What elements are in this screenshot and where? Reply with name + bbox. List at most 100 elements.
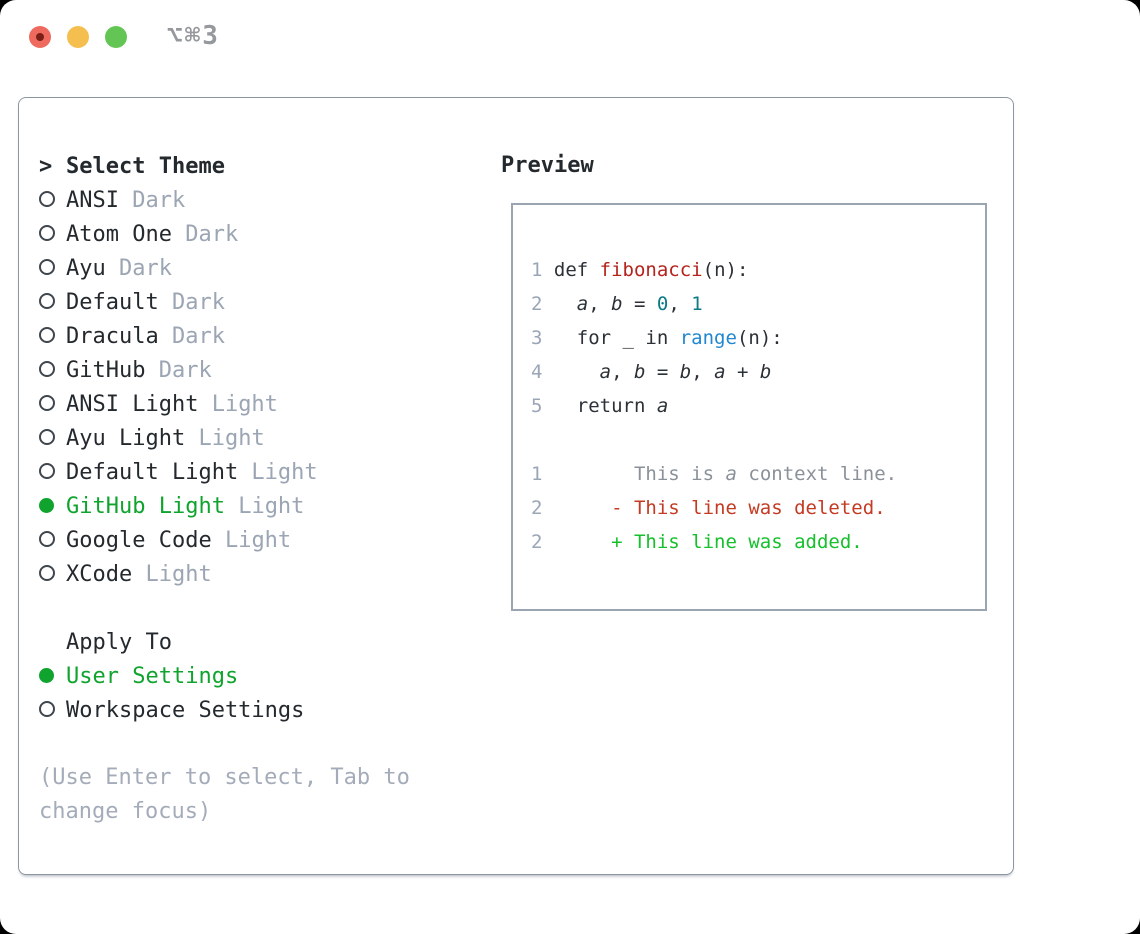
theme-variant: Light [185,425,265,451]
code-token [542,293,576,315]
line-number: 2 [531,497,543,519]
theme-label: Ayu [66,255,106,281]
radio-mark [39,324,66,349]
code-token: - This line was deleted. [611,497,886,519]
theme-variant: Dark [158,323,225,349]
radio-mark [39,664,66,689]
theme-label: Ayu Light [66,425,186,451]
radio-mark [39,358,66,383]
code-token: b [679,361,692,383]
radio-unselected-icon [39,700,55,717]
preview-box: 1 def fibonacci(n): 2 a, b = 0, 1 3 for _ … [511,203,987,611]
code-line: 2 + This line was added. [531,525,985,559]
theme-option-dracula[interactable]: Dracula Dark [39,319,410,353]
theme-option-ayu-light[interactable]: Ayu Light Light [39,421,410,455]
theme-label: Default [66,289,159,315]
radio-mark [39,494,66,519]
code-line: 2 a, b = 0, 1 [531,287,985,321]
radio-unselected-icon [39,428,55,445]
radio-unselected-icon [39,564,55,581]
radio-mark [39,188,66,213]
theme-variant: Dark [158,289,225,315]
unsaved-dot-icon [36,33,44,41]
theme-label: Dracula [66,323,159,349]
theme-label: Atom One [66,221,172,247]
close-button[interactable] [29,26,51,48]
code-token: 1 [691,293,703,315]
theme-label: ANSI [66,187,119,213]
radio-unselected-icon [39,462,55,479]
radio-unselected-icon [39,360,55,377]
theme-variant: Light [238,459,318,485]
theme-label: XCode [66,561,133,587]
theme-option-xcode[interactable]: XCode Light [39,557,410,591]
theme-variant: Dark [145,357,212,383]
theme-option-github[interactable]: GitHub Dark [39,353,410,387]
code-token: b [759,361,772,383]
hint-line: change focus) [39,799,212,824]
radio-mark [39,426,66,451]
tab-shortcut-label: ⌥⌘3 [167,21,220,51]
theme-label: Default Light [66,459,239,485]
theme-option-atom-one[interactable]: Atom One Dark [39,217,410,251]
radio-unselected-icon [39,394,55,411]
code-token: (n): [702,259,749,281]
code-token: This is [633,463,726,485]
theme-variant: Dark [171,221,239,247]
apply-option-user-settings[interactable]: User Settings [39,659,410,693]
code-token: 0 [656,293,669,315]
zoom-button[interactable] [105,26,127,48]
radio-unselected-icon [39,258,55,275]
code-token: , [588,293,612,315]
radio-mark [39,460,66,485]
theme-variant: Light [198,391,278,417]
code-token: , [691,361,715,383]
theme-option-default[interactable]: Default Dark [39,285,410,319]
code-token: return [542,395,657,417]
code-token: = [645,361,680,383]
theme-variant: Dark [105,255,172,281]
line-number: 3 [531,327,543,349]
code-token: = [622,293,657,315]
code-token: + This line was added. [611,531,863,553]
radio-mark [39,222,66,247]
code-token: fibonacci [599,259,703,281]
theme-variant: Light [211,527,292,553]
apply-option-workspace-settings[interactable]: Workspace Settings [39,693,410,727]
code-line: 5 return a [531,389,985,423]
theme-option-ansi-light[interactable]: ANSI Light Light [39,387,410,421]
line-number: 5 [531,395,543,417]
theme-variant: Light [132,561,212,587]
theme-option-ansi[interactable]: ANSI Dark [39,183,410,217]
minimize-button[interactable] [67,26,89,48]
line-number: 1 [531,259,543,281]
theme-option-default-light[interactable]: Default Light Light [39,455,410,489]
code-token [542,463,634,485]
theme-option-google-code[interactable]: Google Code Light [39,523,410,557]
code-token [542,497,611,519]
titlebar: ⌥⌘3 [0,0,1140,97]
radio-mark [39,698,66,723]
code-line: 1 This is a context line. [531,457,985,491]
spacer [39,727,410,761]
theme-option-ayu[interactable]: Ayu Dark [39,251,410,285]
radio-mark [39,562,66,587]
code-token [542,259,553,281]
code-token [542,361,599,383]
line-number: 2 [531,293,543,315]
code-token: def [553,259,600,281]
code-token: a [656,395,669,417]
radio-mark [39,290,66,315]
apply-label: User Settings [66,663,239,689]
radio-unselected-icon [39,292,55,309]
theme-option-github-light[interactable]: GitHub Light Light [39,489,410,523]
code-line: 4 a, b = b, a + b [531,355,985,389]
code-token: , [668,293,692,315]
code-token: a [599,361,612,383]
preview-code: 1 def fibonacci(n): 2 a, b = 0, 1 3 for _ … [513,205,985,559]
code-token: for _ in [542,327,680,349]
spacer [39,591,410,625]
